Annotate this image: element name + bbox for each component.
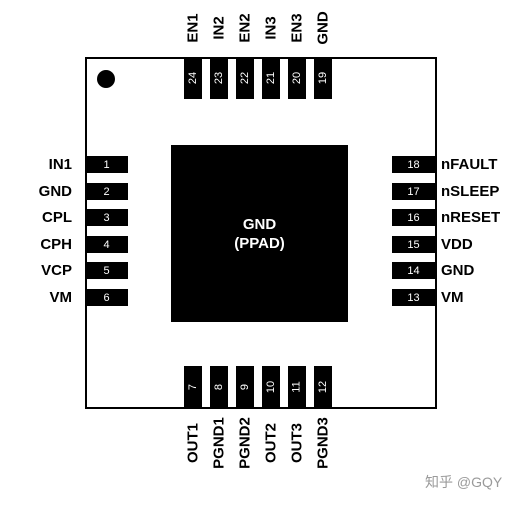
pin-label-17: nSLEEP: [441, 183, 500, 200]
pin-24: 24: [184, 57, 202, 99]
pin-15: 15: [392, 236, 435, 253]
pin-label-24: EN1: [184, 13, 202, 43]
pin-label-6: VM: [49, 289, 73, 306]
pin-label-16: nRESET: [441, 209, 501, 226]
pin-1: 1: [85, 156, 128, 173]
pin-number: 1: [103, 158, 110, 171]
pin-number: 11: [290, 381, 303, 393]
pin-number: 2: [103, 185, 110, 198]
pin-label-20: EN3: [288, 13, 306, 43]
pin-number: 10: [265, 380, 277, 394]
pin-17: 17: [392, 183, 435, 200]
pin-11: 11: [288, 366, 306, 408]
pin-7: 7: [184, 366, 202, 408]
pin-5: 5: [85, 262, 128, 279]
pin-label-5: VCP: [41, 262, 72, 279]
pin-number: 4: [103, 238, 110, 251]
pin-label-19: GND: [314, 11, 332, 45]
pin-number: 3: [103, 211, 110, 224]
pin-number: 21: [265, 71, 277, 85]
pin-label-14: GND: [441, 262, 475, 279]
pin-label-9: PGND2: [236, 417, 254, 469]
pin-label-22: EN2: [236, 13, 254, 43]
pin-3: 3: [85, 209, 128, 226]
pin-number: 5: [103, 264, 110, 277]
pin-14: 14: [392, 262, 435, 279]
thermal-pad-label-line2: (PPAD): [234, 234, 285, 252]
pin-label-15: VDD: [441, 236, 473, 253]
pin-18: 18: [392, 156, 435, 173]
pin-number: 17: [407, 185, 420, 198]
pin-number: 22: [239, 71, 251, 85]
pin-label-13: VM: [441, 289, 464, 306]
pin-6: 6: [85, 289, 128, 306]
pin-23: 23: [210, 57, 228, 99]
pin-number: 12: [317, 380, 329, 394]
pin-label-10: OUT2: [262, 422, 280, 464]
pin-number: 7: [187, 383, 199, 391]
pin-16: 16: [392, 209, 435, 226]
pin-number: 20: [291, 71, 303, 85]
pin-label-21: IN3: [262, 16, 280, 40]
pin1-indicator-dot: [97, 70, 115, 88]
pin-9: 9: [236, 366, 254, 408]
pin-10: 10: [262, 366, 280, 408]
pin-number: 14: [407, 264, 420, 277]
pin-label-18: nFAULT: [441, 156, 498, 173]
pin-label-7: OUT1: [184, 422, 202, 464]
pin-label-2: GND: [38, 183, 72, 200]
pin-label-23: IN2: [210, 16, 228, 40]
pin-number: 24: [187, 71, 199, 85]
watermark: 知乎 @GQY: [425, 474, 503, 490]
pin-label-1: IN1: [48, 156, 72, 173]
pin-label-12: PGND3: [314, 417, 332, 469]
thermal-pad-label-line1: GND: [242, 215, 277, 233]
pin-number: 6: [103, 291, 110, 304]
pin-number: 18: [407, 158, 420, 171]
pin-label-4: CPH: [40, 236, 72, 253]
pin-label-11: OUT3: [288, 422, 306, 464]
pin-number: 13: [407, 291, 420, 304]
pin-number: 16: [407, 211, 420, 224]
pin-2: 2: [85, 183, 128, 200]
pin-label-8: PGND1: [210, 417, 228, 469]
pin-21: 21: [262, 57, 280, 99]
pin-label-3: CPL: [42, 209, 72, 226]
pin-12: 12: [314, 366, 332, 408]
pin-4: 4: [85, 236, 128, 253]
thermal-pad: GND (PPAD): [171, 145, 348, 322]
pin-number: 23: [213, 71, 225, 85]
pin-number: 15: [407, 238, 420, 251]
pin-19: 19: [314, 57, 332, 99]
pin-20: 20: [288, 57, 306, 99]
pin-number: 8: [213, 383, 225, 391]
pin-13: 13: [392, 289, 435, 306]
pin-number: 9: [239, 383, 251, 391]
pin-number: 19: [317, 71, 329, 85]
pin-8: 8: [210, 366, 228, 408]
pin-22: 22: [236, 57, 254, 99]
